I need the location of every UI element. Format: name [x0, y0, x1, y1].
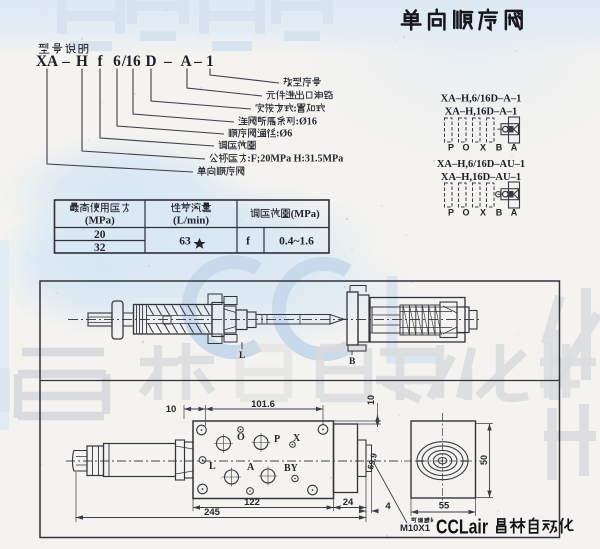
svg-text:XA–H,16D–AU–1: XA–H,16D–AU–1 [441, 172, 521, 183]
svg-text:O: O [462, 208, 469, 218]
svg-text:B: B [349, 357, 356, 367]
svg-text:(L/min): (L/min) [173, 215, 209, 227]
svg-text:24: 24 [343, 497, 354, 508]
svg-text:32: 32 [94, 242, 106, 254]
svg-text:0.4~1.6: 0.4~1.6 [279, 236, 314, 248]
svg-text:B: B [496, 208, 503, 218]
svg-text:A: A [247, 462, 255, 473]
svg-text::F;20MPa H:31.5MPa: :F;20MPa H:31.5MPa [247, 154, 343, 165]
svg-text:20: 20 [94, 229, 106, 241]
svg-text:16: 16 [125, 53, 141, 70]
svg-text:6: 6 [113, 53, 121, 70]
svg-text::Ø16: :Ø16 [296, 117, 317, 128]
svg-text:63: 63 [179, 236, 191, 248]
svg-text:X: X [480, 208, 486, 218]
svg-text:55: 55 [439, 501, 450, 512]
svg-text:A: A [180, 53, 191, 70]
svg-text:f: f [97, 53, 103, 70]
svg-text:–: – [193, 53, 202, 70]
svg-text:O: O [462, 143, 469, 153]
svg-text:CCLair: CCLair [436, 517, 488, 539]
svg-text:P: P [448, 143, 454, 153]
svg-text:1: 1 [206, 53, 214, 70]
svg-text:245: 245 [204, 507, 221, 518]
svg-text:XA–H,16D–A–1: XA–H,16D–A–1 [445, 107, 518, 118]
svg-text:O: O [237, 432, 245, 443]
svg-text:X: X [480, 143, 486, 153]
svg-text:/: / [121, 53, 127, 70]
svg-text:L: L [209, 461, 216, 472]
svg-text:50: 50 [479, 455, 489, 465]
svg-text:M10X1: M10X1 [400, 523, 431, 534]
svg-text:101.6: 101.6 [251, 399, 275, 410]
svg-text:4: 4 [385, 501, 391, 512]
svg-text:(MPa): (MPa) [291, 208, 321, 220]
svg-text:L: L [239, 351, 245, 361]
svg-text:A: A [511, 208, 518, 218]
svg-text:XA–H,6/16D–AU–1: XA–H,6/16D–AU–1 [437, 159, 525, 170]
svg-text:10: 10 [166, 404, 177, 415]
svg-text::Ø6: :Ø6 [276, 129, 292, 140]
svg-text:P: P [448, 208, 454, 218]
svg-text:–: – [163, 53, 172, 70]
svg-text:122: 122 [244, 497, 260, 508]
svg-text:–: – [61, 53, 70, 70]
svg-text:(MPa): (MPa) [85, 215, 115, 227]
svg-text:f: f [246, 236, 250, 248]
svg-text:B: B [496, 143, 503, 153]
svg-text:XA–H,6/16D–A–1: XA–H,6/16D–A–1 [441, 94, 522, 105]
svg-text::: : [293, 104, 296, 115]
svg-text:BY: BY [284, 463, 299, 474]
svg-text:XA: XA [36, 53, 58, 70]
svg-text:10: 10 [366, 395, 376, 405]
svg-text:D: D [145, 53, 156, 70]
svg-text:H: H [76, 53, 88, 70]
svg-text:A: A [511, 143, 518, 153]
svg-text:P: P [274, 434, 280, 445]
svg-text:X: X [293, 433, 301, 444]
